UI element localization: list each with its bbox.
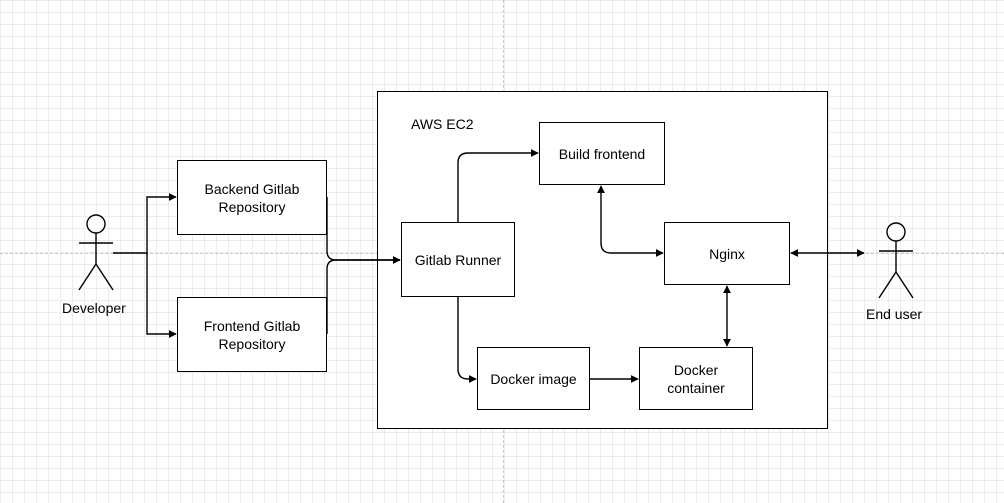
gitlab-runner-label: Gitlab Runner <box>414 251 502 268</box>
nginx-box[interactable]: Nginx <box>664 222 790 285</box>
nginx-label: Nginx <box>709 245 745 262</box>
docker-container-box[interactable]: Docker container <box>639 347 753 410</box>
build-frontend-label: Build frontend <box>558 145 646 162</box>
frontend-repo-box[interactable]: Frontend Gitlab Repository <box>177 297 327 372</box>
end-user-actor-icon <box>878 222 914 299</box>
docker-image-box[interactable]: Docker image <box>477 347 590 410</box>
edge-developer-backend <box>113 193 177 254</box>
backend-repo-box[interactable]: Backend Gitlab Repository <box>177 160 327 235</box>
build-frontend-box[interactable]: Build frontend <box>539 122 665 185</box>
gitlab-runner-box[interactable]: Gitlab Runner <box>401 222 515 297</box>
backend-repo-label: Backend Gitlab Repository <box>204 180 300 215</box>
aws-ec2-label: AWS EC2 <box>411 116 474 132</box>
frontend-repo-label: Frontend Gitlab Repository <box>203 317 301 352</box>
edge-developer-frontend <box>146 253 177 338</box>
developer-label: Developer <box>62 300 126 316</box>
docker-container-label: Docker container <box>667 361 725 396</box>
end-user-label: End user <box>866 306 923 322</box>
docker-image-label: Docker image <box>490 370 577 387</box>
